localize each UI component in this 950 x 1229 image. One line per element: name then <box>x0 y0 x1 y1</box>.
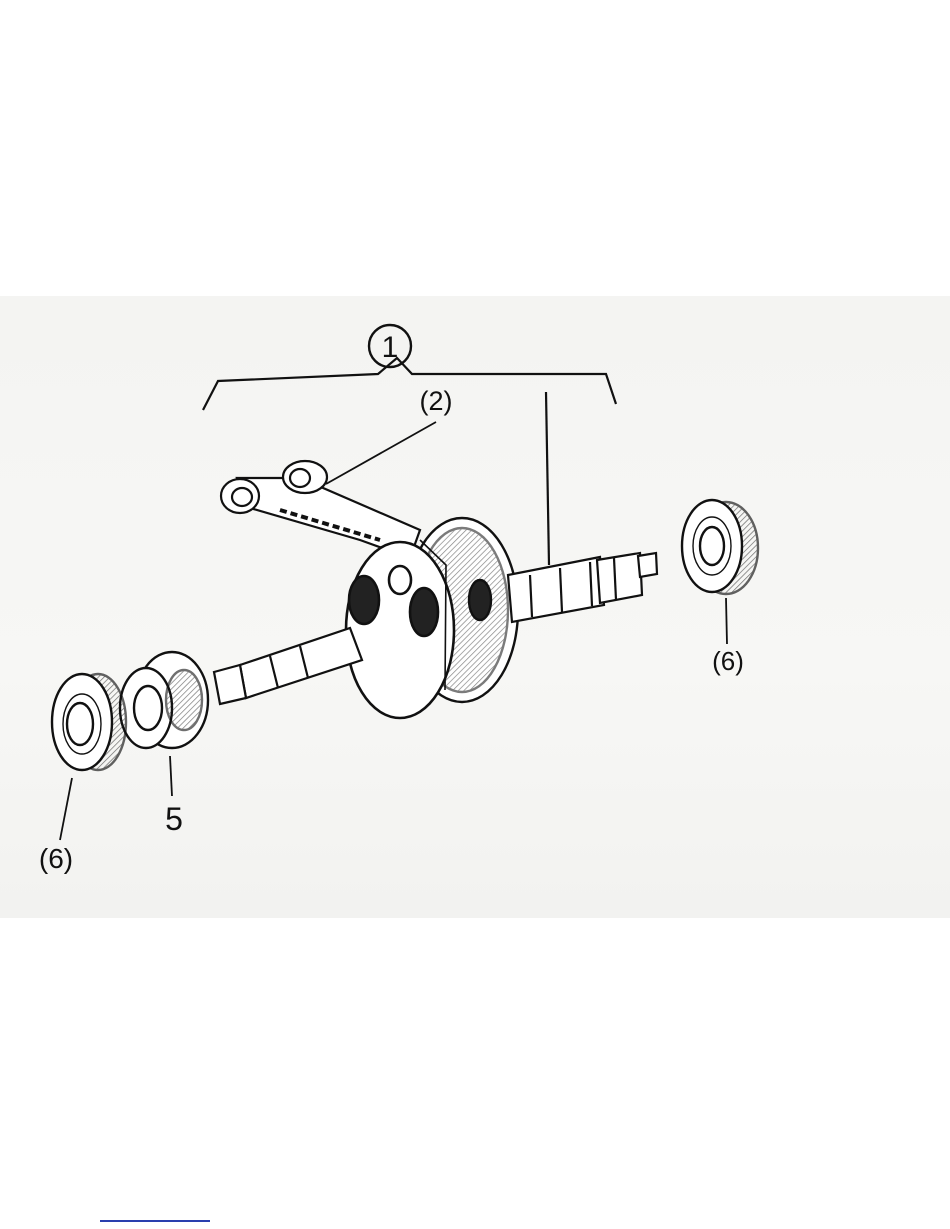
right-shaft <box>508 553 657 622</box>
leader-connecting-rod <box>326 422 436 484</box>
label-assembly: 1 <box>382 331 399 364</box>
label-bearing: 5 <box>165 801 183 837</box>
oil-seal-right <box>682 500 758 594</box>
label-connecting-rod: (2) <box>420 386 453 416</box>
oil-seal-left <box>52 674 126 770</box>
label-seal-right: (6) <box>712 646 744 676</box>
label-seal-left: (6) <box>39 843 73 874</box>
leader-seal-right <box>726 598 727 644</box>
footer-rule <box>100 1220 210 1222</box>
leader-seal-left <box>60 778 72 840</box>
leader-bearing <box>170 756 172 796</box>
left-shaft <box>214 628 362 704</box>
crank-web-front <box>346 540 454 718</box>
callout-assembly: 1 <box>369 325 411 367</box>
ball-bearing <box>120 652 208 748</box>
